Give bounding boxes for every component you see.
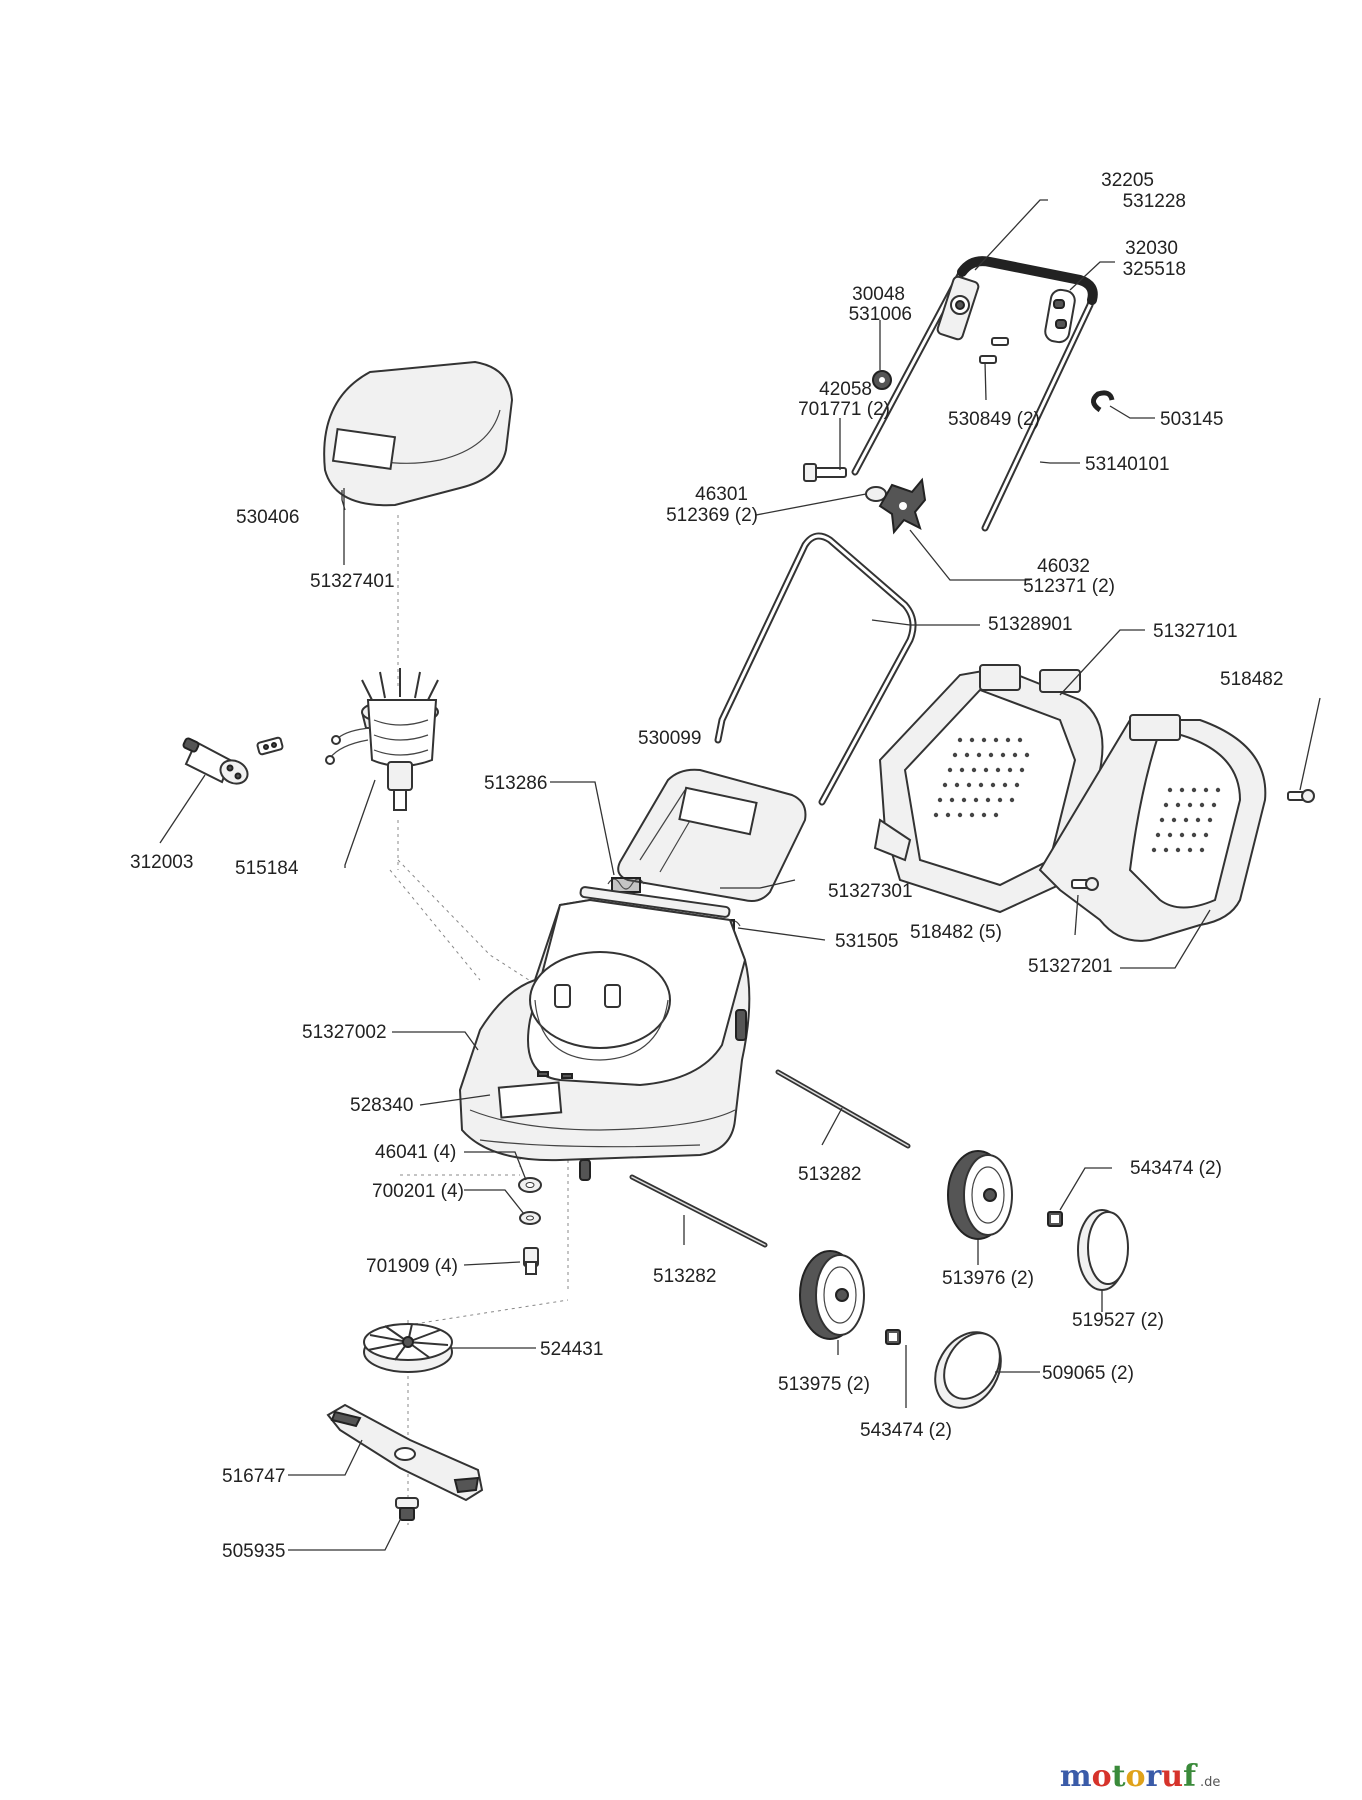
label-543474-upper: 543474 (2) (1130, 1158, 1222, 1179)
label-505935: 505935 (222, 1541, 285, 1562)
watermark-letter-o2: o (1125, 1759, 1145, 1794)
label-512371: 512371 (2) (1023, 576, 1115, 597)
washer-700201 (519, 1211, 541, 1225)
c-clip-503145 (1091, 390, 1115, 413)
label-512369: 512369 (2) (666, 505, 758, 526)
label-513975: 513975 (2) (778, 1374, 870, 1395)
label-531228: 531228 (1123, 191, 1186, 212)
label-530849: 530849 (2) (948, 409, 1040, 430)
label-51328901: 51328901 (988, 614, 1073, 635)
part-labels: 32205 531228 32030 325518 30048 531006 4… (130, 170, 1283, 1562)
upper-handle (851, 256, 1098, 532)
screws-518482-5 (1071, 877, 1099, 891)
connector-clip (256, 736, 284, 756)
label-700201: 700201 (4) (372, 1181, 464, 1202)
cable-clip (1044, 288, 1076, 344)
svg-text:motoruf: motoruf (1060, 1759, 1198, 1794)
washer-46041 (518, 1177, 542, 1193)
lower-handle-51328901 (714, 532, 917, 806)
star-knob-46032 (878, 477, 927, 535)
label-530406: 530406 (236, 507, 299, 528)
blade-516747 (326, 1403, 484, 1502)
watermark-letter-r: r (1145, 1759, 1162, 1794)
label-53140101: 53140101 (1085, 454, 1170, 475)
label-513282-lower: 513282 (653, 1266, 716, 1287)
bolt-42058 (803, 463, 847, 482)
bolt-701909 (523, 1247, 539, 1275)
label-51327301: 51327301 (828, 881, 913, 902)
watermark-letter-u: u (1161, 1759, 1183, 1794)
label-543474-lower: 543474 (2) (860, 1420, 952, 1441)
watermark-letter-f: f (1183, 1759, 1198, 1794)
label-46032: 46032 (1037, 556, 1090, 577)
label-503145: 503145 (1160, 409, 1223, 430)
label-519527: 519527 (2) (1072, 1310, 1164, 1331)
label-513976: 513976 (2) (942, 1268, 1034, 1289)
fan-524431 (363, 1323, 453, 1373)
grass-catcher-51327101 (873, 664, 1104, 914)
nut-543474-upper (1047, 1211, 1063, 1227)
label-515184: 515184 (235, 858, 299, 879)
hub-cap-519527 (1077, 1209, 1129, 1291)
label-701771: 701771 (2) (798, 399, 890, 420)
label-524431: 524431 (540, 1339, 603, 1360)
deck-housing-51327002 (458, 886, 751, 1181)
nut-30048 (872, 370, 892, 390)
label-516747: 516747 (222, 1466, 285, 1487)
wheel-513976 (947, 1150, 1013, 1240)
label-531006: 531006 (849, 304, 912, 325)
label-51327201: 51327201 (1028, 956, 1113, 977)
axle-513282-lower (629, 1174, 768, 1248)
wheel-513975 (799, 1250, 865, 1340)
watermark-letter-t: t (1112, 1759, 1126, 1794)
label-32205: 32205 (1101, 170, 1154, 191)
cable-lever-switch (936, 275, 980, 341)
label-528340: 528340 (350, 1095, 413, 1116)
label-51327401: 51327401 (310, 571, 395, 592)
spring-513286 (607, 877, 645, 893)
label-513286: 513286 (484, 773, 547, 794)
label-46041: 46041 (4) (375, 1142, 456, 1163)
axle-513282-upper (775, 1069, 911, 1149)
handle-screws-small (979, 337, 1009, 364)
label-46301: 46301 (695, 484, 748, 505)
watermark-logo: motoruf .de (1060, 1759, 1221, 1794)
label-51327101: 51327101 (1153, 621, 1238, 642)
label-325518: 325518 (1123, 259, 1186, 280)
label-509065: 509065 (2) (1042, 1363, 1134, 1384)
hub-cap-509065 (934, 1331, 1002, 1409)
label-32030: 32030 (1125, 238, 1178, 259)
label-51327002: 51327002 (302, 1022, 387, 1043)
watermark-suffix: .de (1200, 1775, 1220, 1790)
label-312003: 312003 (130, 852, 193, 873)
grass-box-flap-530099 (617, 768, 807, 902)
screw-518482 (1287, 789, 1315, 803)
label-518482: 518482 (1220, 669, 1283, 690)
label-513282-upper: 513282 (798, 1164, 861, 1185)
label-42058: 42058 (819, 379, 872, 400)
label-701909: 701909 (4) (366, 1256, 458, 1277)
nut-543474-lower (885, 1329, 901, 1345)
leader-lines (159, 199, 1321, 1551)
watermark-letter-m: m (1060, 1759, 1092, 1794)
label-30048: 30048 (852, 284, 905, 305)
blade-bolt-505935 (395, 1497, 419, 1521)
label-531505: 531505 (835, 931, 898, 952)
label-530099: 530099 (638, 728, 701, 749)
motor-515184 (325, 668, 439, 811)
capacitor-312003 (182, 737, 249, 785)
grass-box-lid-530406 (323, 360, 514, 507)
watermark-letter-o1: o (1092, 1759, 1112, 1794)
label-518482-5: 518482 (5) (910, 922, 1002, 943)
